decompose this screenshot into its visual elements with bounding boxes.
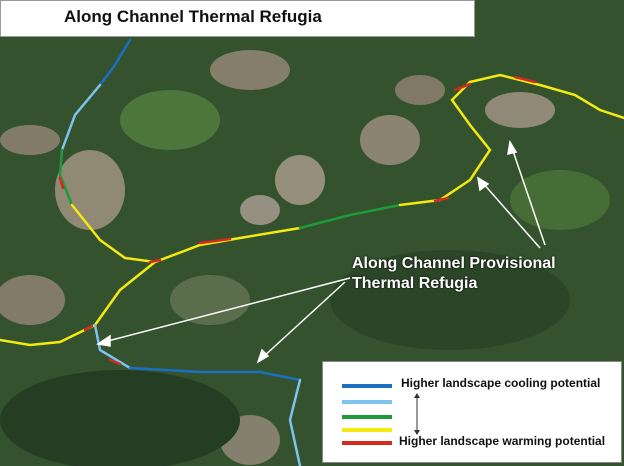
callout-line-1: Along Channel Provisional (352, 255, 556, 272)
terrain-patches (0, 50, 610, 466)
legend-cooling-label: Higher landscape cooling potential (401, 376, 601, 390)
refugia-callout: Along Channel Provisional Thermal Refugi… (352, 254, 556, 294)
callout-arrows (96, 139, 546, 364)
legend-swatch-yellow (342, 428, 392, 432)
legend-swatch-green (342, 415, 392, 419)
legend-swatch-red (342, 441, 392, 445)
legend: Higher landscape cooling potential Highe… (322, 361, 622, 463)
double-arrow-icon (414, 393, 420, 435)
title-box: Along Channel Thermal Refugia (0, 0, 475, 37)
map-title: Along Channel Thermal Refugia (64, 7, 322, 26)
legend-swatch-blue (342, 384, 392, 388)
callout-line-2: Thermal Refugia (352, 275, 478, 292)
legend-swatch-light-blue (342, 400, 392, 404)
legend-warming-label: Higher landscape warming potential (399, 434, 606, 448)
river-segments (0, 38, 624, 466)
